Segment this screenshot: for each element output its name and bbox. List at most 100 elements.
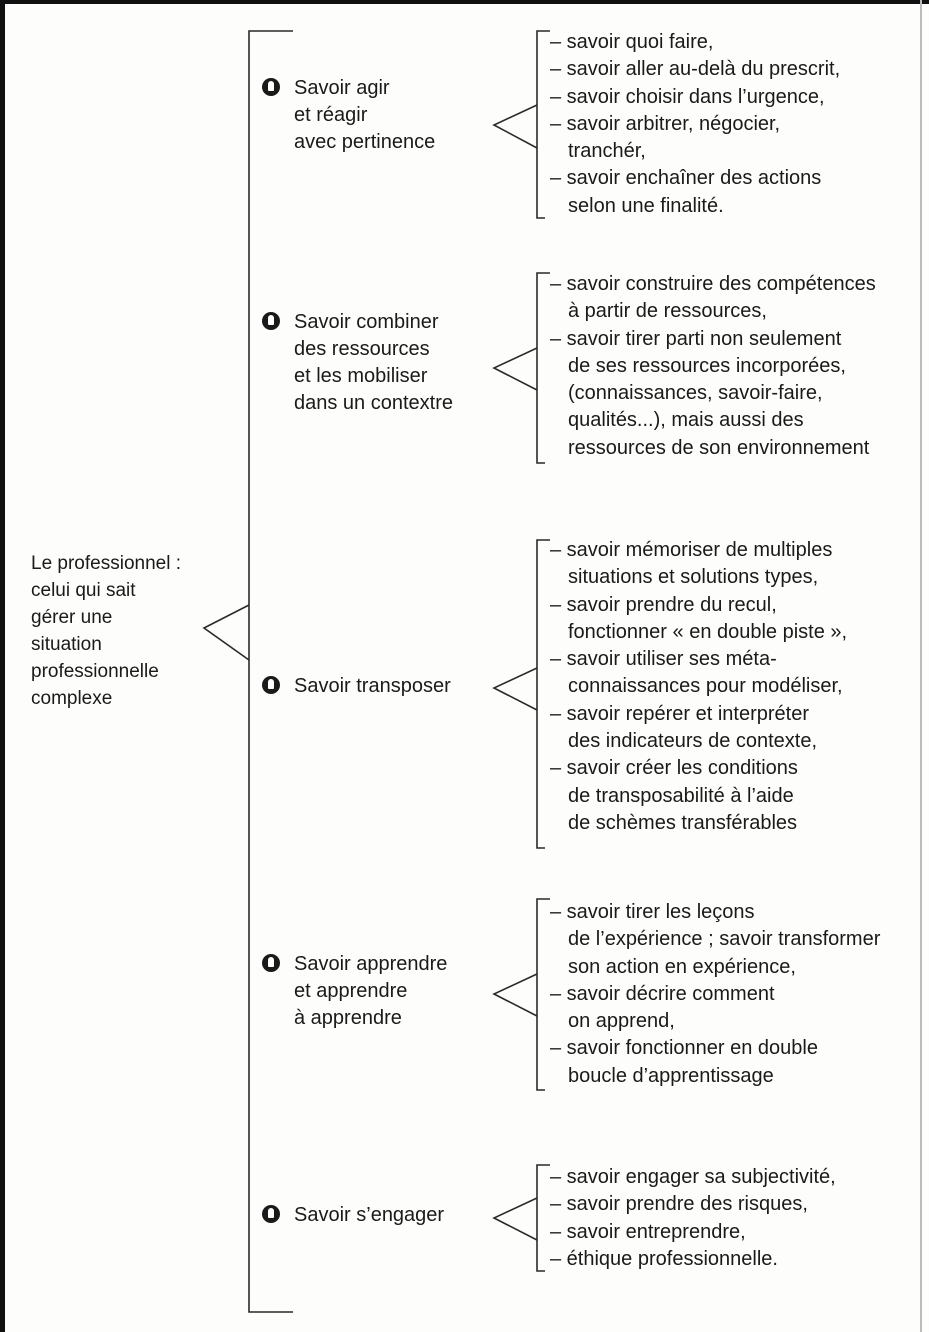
detail-line: fonctionner « en double piste », xyxy=(568,620,848,643)
node-chevron xyxy=(492,667,538,711)
node-label-line: Savoir apprendre xyxy=(294,953,448,975)
main-bracket xyxy=(248,30,293,1313)
detail-line: situations et solutions types, xyxy=(568,566,819,589)
detail-line: des indicateurs de contexte, xyxy=(568,730,818,753)
node-label-line: et les mobiliser xyxy=(294,365,428,387)
node-label-line: Savoir s’engager xyxy=(294,1204,445,1226)
detail-item: – savoir arbitrer, négocier, tranchér, xyxy=(550,111,840,166)
details-savoir-combiner: – savoir construire des compétences à pa… xyxy=(550,271,876,462)
detail-item: – savoir utiliser ses méta- connaissance… xyxy=(550,646,847,701)
detail-item: – savoir enchaîner des actions selon une… xyxy=(550,165,840,220)
detail-item: – savoir prendre du recul, fonctionner «… xyxy=(550,592,847,647)
node-chevron xyxy=(492,104,538,149)
detail-line: de ses ressources incorporées, xyxy=(568,354,846,377)
detail-line: – savoir arbitrer, négocier, xyxy=(550,112,781,135)
detail-item: – savoir prendre des risques, xyxy=(550,1191,836,1218)
root-line: Le professionnel : xyxy=(31,553,181,574)
node-label-line: et apprendre xyxy=(294,980,408,1002)
detail-bracket xyxy=(536,539,550,849)
detail-line: – savoir prendre des risques, xyxy=(550,1193,808,1216)
node-savoir-transposer: Savoir transposer xyxy=(262,673,451,700)
bullet-icon xyxy=(262,676,280,694)
detail-line: – savoir utiliser ses méta- xyxy=(550,648,777,671)
detail-line: de l’expérience ; savoir transformer xyxy=(568,928,881,951)
detail-line: – savoir quoi faire, xyxy=(550,31,714,53)
detail-line: (connaissances, savoir-faire, xyxy=(568,382,823,405)
detail-line: – savoir créer les conditions xyxy=(550,757,798,780)
details-savoir-agir: – savoir quoi faire, – savoir aller au-d… xyxy=(550,29,840,220)
detail-line: – savoir entreprendre, xyxy=(550,1220,746,1243)
details-savoir-apprendre: – savoir tirer les leçons de l’expérienc… xyxy=(550,899,880,1090)
detail-item: – savoir mémoriser de multiples situatio… xyxy=(550,537,847,592)
node-label-line: avec pertinence xyxy=(294,131,436,153)
bullet-icon xyxy=(262,312,280,330)
detail-line: – savoir fonctionner en double xyxy=(550,1037,818,1060)
detail-line: connaissances pour modéliser, xyxy=(568,675,843,698)
node-savoir-combiner: Savoir combiner des ressources et les mo… xyxy=(262,309,453,417)
node-savoir-apprendre: Savoir apprendre et apprendre à apprendr… xyxy=(262,951,447,1032)
node-label-line: et réagir xyxy=(294,104,368,126)
detail-item: – savoir quoi faire, xyxy=(550,29,840,56)
root-label: Le professionnel : celui qui sait gérer … xyxy=(31,550,221,712)
detail-line: – savoir enchaîner des actions xyxy=(550,167,822,190)
bullet-icon xyxy=(262,78,280,96)
node-savoir-s-engager: Savoir s’engager xyxy=(262,1202,444,1229)
detail-line: – savoir construire des compétences xyxy=(550,273,876,295)
detail-item: – savoir construire des compétences à pa… xyxy=(550,271,876,326)
detail-item: – savoir repérer et interpréter des indi… xyxy=(550,701,847,756)
node-chevron xyxy=(492,1197,538,1241)
detail-line: son action en expérience, xyxy=(568,955,796,978)
detail-line: – savoir repérer et interpréter xyxy=(550,702,810,725)
detail-bracket xyxy=(536,272,550,464)
detail-line: de schèmes transférables xyxy=(568,811,798,834)
detail-bracket xyxy=(536,30,550,219)
detail-line: ressources de son environnement xyxy=(568,436,870,459)
detail-line: tranchér, xyxy=(568,140,646,163)
node-label-line: Savoir agir xyxy=(294,77,390,99)
root-line: complexe xyxy=(31,688,113,709)
bullet-icon xyxy=(262,1205,280,1223)
details-savoir-transposer: – savoir mémoriser de multiples situatio… xyxy=(550,537,847,837)
detail-line: – savoir aller au-delà du prescrit, xyxy=(550,58,841,81)
detail-line: – savoir tirer les leçons xyxy=(550,901,755,923)
detail-line: de transposabilité à l’aide xyxy=(568,784,794,807)
detail-item: – savoir entreprendre, xyxy=(550,1219,836,1246)
root-line: celui qui sait xyxy=(31,580,136,601)
node-label-line: à apprendre xyxy=(294,1007,402,1029)
root-line: situation xyxy=(31,634,102,655)
detail-item: – savoir choisir dans l’urgence, xyxy=(550,84,840,111)
detail-line: selon une finalité. xyxy=(568,194,724,217)
detail-item: – éthique professionnelle. xyxy=(550,1246,836,1273)
detail-item: – savoir tirer les leçons de l’expérienc… xyxy=(550,899,880,981)
root-chevron xyxy=(202,604,250,661)
detail-line: – savoir mémoriser de multiples xyxy=(550,539,833,561)
detail-bracket xyxy=(536,898,550,1091)
node-label-line: des ressources xyxy=(294,338,430,360)
root-line: gérer une xyxy=(31,607,113,628)
node-label-line: Savoir transposer xyxy=(294,675,451,697)
node-savoir-agir: Savoir agir et réagir avec pertinence xyxy=(262,75,435,156)
details-savoir-s-engager: – savoir engager sa subjectivité, – savo… xyxy=(550,1164,836,1273)
detail-line: – savoir choisir dans l’urgence, xyxy=(550,85,825,108)
root-line: professionnelle xyxy=(31,661,159,682)
detail-item: – savoir créer les conditions de transpo… xyxy=(550,755,847,837)
detail-line: – savoir prendre du recul, xyxy=(550,593,777,616)
scan-border-left xyxy=(0,0,5,1332)
detail-item: – savoir tirer parti non seulement de se… xyxy=(550,326,876,462)
detail-line: à partir de ressources, xyxy=(568,300,767,323)
bullet-icon xyxy=(262,954,280,972)
scan-border-top xyxy=(0,0,929,4)
detail-line: – savoir décrire comment xyxy=(550,982,775,1005)
detail-bracket xyxy=(536,1164,550,1272)
detail-item: – savoir décrire comment on apprend, xyxy=(550,981,880,1036)
node-chevron xyxy=(492,347,538,391)
node-label-line: dans un contextre xyxy=(294,392,453,414)
node-label-line: Savoir combiner xyxy=(294,311,439,333)
detail-line: – éthique professionnelle. xyxy=(550,1247,778,1270)
detail-line: on apprend, xyxy=(568,1010,675,1033)
detail-item: – savoir aller au-delà du prescrit, xyxy=(550,56,840,83)
detail-line: boucle d’apprentissage xyxy=(568,1064,774,1087)
detail-item: – savoir fonctionner en double boucle d’… xyxy=(550,1035,880,1090)
